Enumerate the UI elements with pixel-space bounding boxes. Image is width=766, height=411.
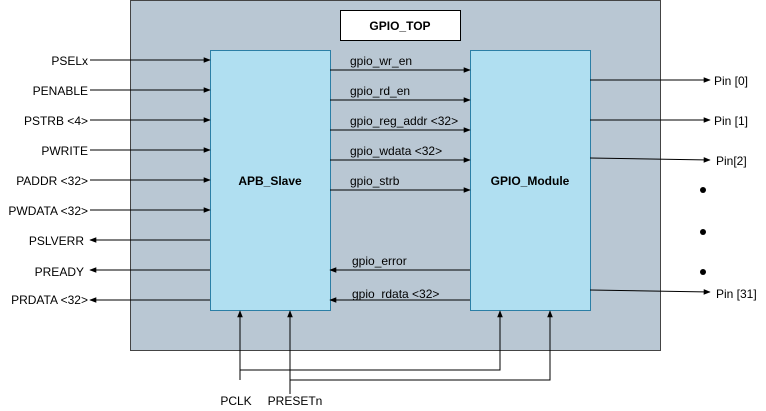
apb-output-signals: PSLVERR PREADY PRDATA <32> bbox=[11, 234, 210, 307]
reset-label: PRESETn bbox=[268, 394, 323, 408]
pin-label: Pin[2] bbox=[716, 154, 747, 168]
clock-to-gpio-wire bbox=[240, 310, 503, 371]
apb-output-label: PREADY bbox=[35, 265, 84, 279]
title-box bbox=[340, 10, 461, 41]
apb-input-signals: PSELx PENABLE PSTRB <4> PWRITE PADDR <32… bbox=[8, 54, 211, 218]
internal-signal-label: gpio_rdata <32> bbox=[352, 287, 439, 301]
internal-signal-label: gpio_wdata <32> bbox=[350, 144, 442, 158]
apb-slave-block bbox=[210, 50, 331, 311]
apb-output-label: PSLVERR bbox=[29, 234, 84, 248]
internal-signal-label: gpio_wr_en bbox=[350, 54, 412, 68]
gpio-pin-outputs: Pin [0] Pin [1] Pin[2] Pin [31] bbox=[589, 74, 757, 301]
clock-label: PCLK bbox=[220, 394, 251, 408]
pin-label: Pin [31] bbox=[716, 287, 757, 301]
apb-to-gpio-signals: gpio_wr_en gpio_rd_en gpio_reg_addr <32>… bbox=[330, 54, 471, 193]
apb-input-label: PENABLE bbox=[33, 84, 88, 98]
gpio-module-block bbox=[470, 50, 591, 311]
clock-reset-network: PCLK PRESETn bbox=[220, 310, 553, 408]
reset-to-gpio-wire bbox=[290, 310, 553, 381]
title-text: GPIO_TOP bbox=[369, 19, 430, 33]
ellipsis-dot bbox=[700, 269, 706, 275]
pin-label: Pin [0] bbox=[714, 74, 748, 88]
pin-arrow bbox=[589, 157, 711, 163]
gpio-to-apb-signals: gpio_error gpio_rdata <32> bbox=[329, 254, 470, 303]
apb-slave-label: APB_Slave bbox=[238, 174, 302, 188]
pin-label: Pin [1] bbox=[714, 114, 748, 128]
ellipsis-dot bbox=[700, 229, 706, 235]
internal-signal-label: gpio_strb bbox=[350, 174, 400, 188]
internal-signal-label: gpio_error bbox=[352, 254, 407, 268]
apb-input-label: PSELx bbox=[51, 54, 88, 68]
pin-arrow bbox=[589, 289, 711, 295]
apb-input-label: PSTRB <4> bbox=[24, 114, 88, 128]
apb-input-label: PWRITE bbox=[41, 144, 88, 158]
ellipsis-dot bbox=[700, 187, 706, 193]
internal-signal-label: gpio_reg_addr <32> bbox=[350, 114, 458, 128]
internal-signal-label: gpio_rd_en bbox=[350, 84, 410, 98]
apb-output-label: PRDATA <32> bbox=[11, 293, 88, 307]
apb-input-label: PWDATA <32> bbox=[8, 204, 88, 218]
apb-input-label: PADDR <32> bbox=[16, 174, 88, 188]
gpio-module-label: GPIO_Module bbox=[491, 174, 570, 188]
